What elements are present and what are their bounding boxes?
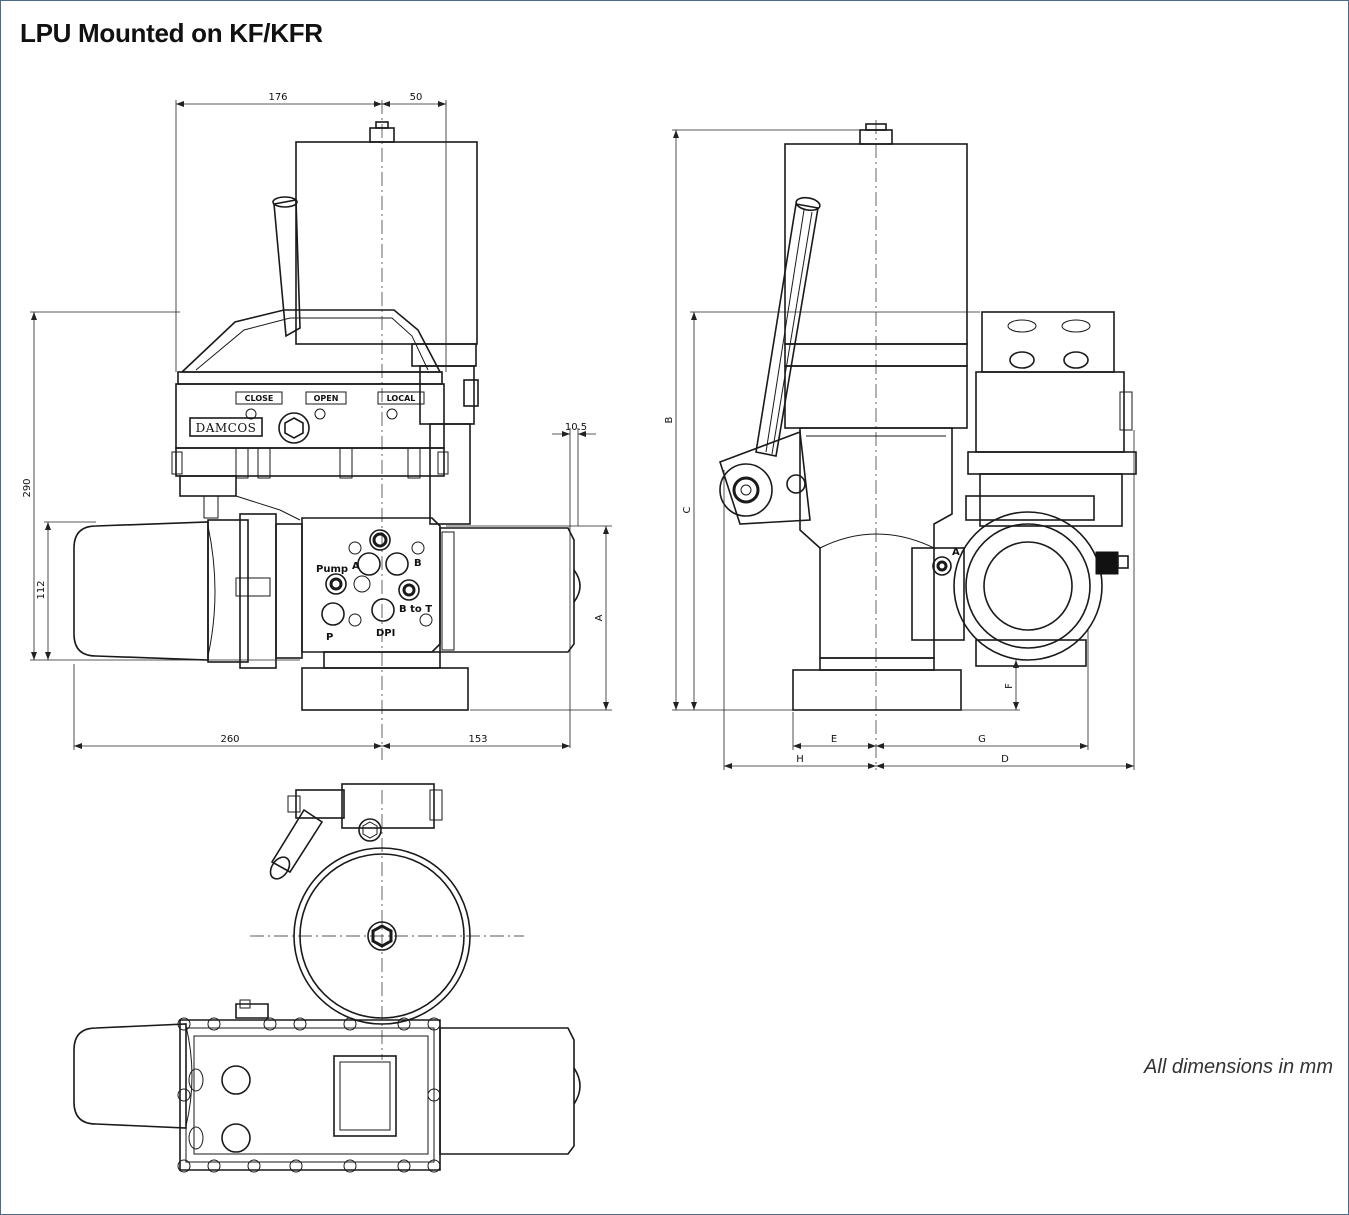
side-dimensions: B C F E G H D (664, 129, 1135, 770)
port-pump-label: Pump (316, 564, 348, 575)
dim-e: E (831, 734, 837, 745)
local-label: LOCAL (387, 394, 416, 403)
dim-g: G (978, 734, 986, 745)
top-motor (73, 1023, 193, 1129)
dim-c: C (682, 506, 693, 513)
front-base-flange (301, 651, 469, 711)
front-motor (73, 513, 303, 669)
dim-h: H (796, 754, 804, 765)
dim-f: F (1004, 683, 1015, 689)
front-housing-bolts (235, 447, 421, 479)
front-lever (272, 196, 301, 338)
top-housing (177, 999, 441, 1173)
top-lever-block (269, 783, 443, 880)
port-a-label: A (352, 561, 360, 572)
front-right-cover (439, 527, 581, 653)
front-valve-block: A B Pump B to T P DPI (301, 517, 441, 653)
front-control-housing: DAMCOS CLOSE OPEN LOCAL (171, 309, 449, 521)
dim-176: 176 (268, 92, 287, 103)
top-cylinder (293, 847, 471, 1025)
side-valve-body: A (792, 427, 965, 711)
side-control-box (967, 311, 1137, 527)
dim-b: B (664, 416, 675, 423)
top-housing-bolts (177, 1017, 441, 1173)
dim-a: A (594, 614, 605, 621)
side-port-a-label: A (952, 547, 960, 558)
page-title: LPU Mounted on KF/KFR (20, 18, 323, 48)
port-p-label: P (326, 632, 333, 643)
front-view: DAMCOS CLOSE OPEN LOCAL (22, 92, 612, 760)
open-label: OPEN (314, 394, 339, 403)
close-label: CLOSE (245, 394, 274, 403)
dim-290: 290 (22, 478, 33, 497)
side-motor (953, 495, 1129, 667)
dim-10-5: 10.5 (565, 422, 587, 433)
dim-50: 50 (410, 92, 423, 103)
top-right-cover (439, 1027, 581, 1155)
units-note: All dimensions in mm (1144, 1056, 1333, 1078)
dim-d: D (1001, 754, 1009, 765)
dim-153: 153 (468, 734, 487, 745)
port-dpi-label: DPI (376, 628, 395, 639)
dim-112: 112 (36, 580, 47, 599)
side-cylinder (784, 123, 968, 429)
side-lever-pivot (719, 463, 773, 517)
brand-plate (189, 417, 263, 437)
dim-260: 260 (220, 734, 239, 745)
top-view (73, 783, 581, 1173)
front-dimensions: 176 50 290 112 10.5 A 260 153 (22, 92, 612, 750)
port-b-to-t-label: B to T (399, 604, 432, 615)
manual-knob (278, 412, 310, 444)
side-lever (719, 196, 821, 525)
front-cylinder (295, 121, 479, 525)
port-b-label: B (414, 558, 422, 569)
top-display-window (333, 1055, 397, 1137)
brand-text: DAMCOS (196, 421, 257, 435)
side-view: A B (664, 120, 1137, 770)
